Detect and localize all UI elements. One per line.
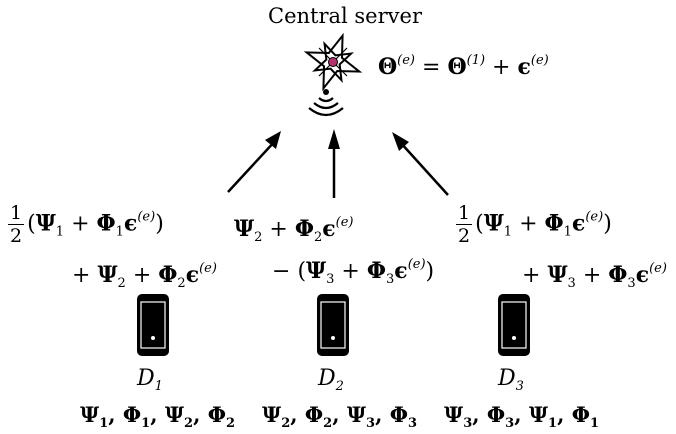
theta-symbol: Θ <box>378 54 398 80</box>
upload-arrow-3 <box>392 132 449 196</box>
upload-message-2-line1: Ψ2 + Φ2ϵ(e) <box>234 215 354 245</box>
upload-arrow-1 <box>227 131 281 193</box>
wireless-signal-icon <box>308 89 344 117</box>
server-label: Central server <box>268 4 422 28</box>
satellite-server-icon <box>303 32 363 92</box>
device-label-3: D3 <box>498 366 524 394</box>
device-2-stored-params: Ψ2, Φ2, Ψ3, Φ3 <box>262 402 418 431</box>
device-label-1: D1 <box>137 366 163 394</box>
device-label-2: D2 <box>318 366 344 394</box>
upload-arrow-2 <box>328 129 340 198</box>
device-1-stored-params: Ψ1, Φ1, Ψ2, Φ2 <box>80 402 236 431</box>
upload-message-1-line2: + Ψ2 + Φ2ϵ(e) <box>72 261 217 291</box>
upload-message-2-line2: − (Ψ3 + Φ3ϵ(e)) <box>272 257 435 287</box>
smartphone-icon-1 <box>137 294 169 356</box>
upload-message-3-line2: + Ψ3 + Φ3ϵ(e) <box>522 261 667 291</box>
server-equation: Θ(e) = Θ(1) + ϵ(e) <box>378 53 549 80</box>
smartphone-icon-2 <box>317 294 349 356</box>
device-3-stored-params: Ψ3, Φ3, Ψ1, Φ1 <box>444 402 600 431</box>
smartphone-icon-3 <box>498 294 530 356</box>
